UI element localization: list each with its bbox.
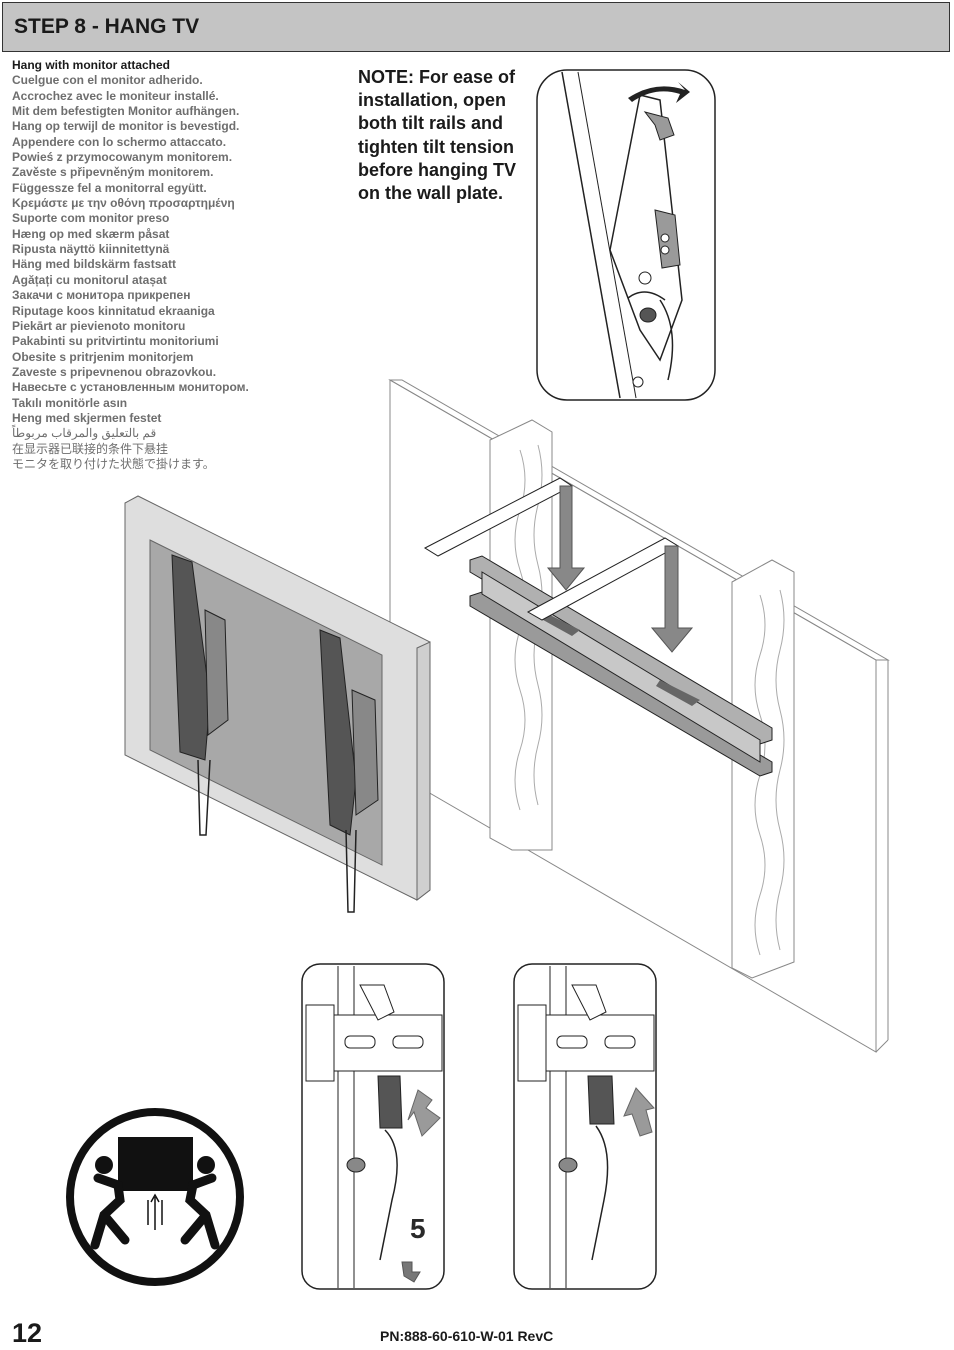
instruction-en: Hang with monitor attached [12, 58, 171, 72]
tilt-detail-illustration [536, 69, 716, 401]
up-arrow-icon [623, 1087, 655, 1137]
two-person-lift-icon [66, 1108, 244, 1286]
step-header: STEP 8 - HANG TV [2, 2, 950, 52]
instruction-ru: Навесьте с установленным монитором. [12, 380, 249, 395]
instruction-hu: Függessze fel a monitorral együtt. [12, 180, 207, 195]
instruction-it: Appendere con lo schermo attaccato. [12, 134, 227, 149]
instruction-ja: モニタを取り付けた状態で掛けます。 [12, 456, 215, 471]
instruction-no: Heng med skjermen festet [12, 410, 162, 425]
instruction-lt: Pakabinti su pritvirtintu monitoriumi [12, 334, 219, 349]
instruction-cs: Zavěste s připevněným monitorem. [12, 165, 214, 180]
instruction-ro: Agățați cu monitorul atașat [12, 272, 167, 287]
instruction-pl: Powieś z przymocowanym monitorem. [12, 150, 233, 165]
hang-down-detail-illustration [301, 963, 445, 1290]
down-arrow-icon [407, 1089, 441, 1137]
instruction-translations: Hang with monitor attached Cuelgue con e… [12, 58, 332, 472]
instruction-lv: Piekārt ar pievienoto monitoru [12, 318, 186, 333]
instruction-el: Κρεμάστε με την οθόνη προσαρτημένη [12, 196, 235, 211]
page-number: 12 [12, 1318, 43, 1348]
part-number: PN:888-60-610-W-01 RevC [380, 1328, 554, 1344]
instruction-nl: Hang op terwijl de monitor is bevestigd. [12, 119, 240, 134]
instruction-de: Mit dem befestigten Monitor aufhängen. [12, 104, 240, 119]
instruction-ar: قم بالتعليق والمرقاب مربوطاً [12, 426, 157, 441]
instruction-sk: Zaveste s pripevnenou obrazovkou. [12, 364, 217, 379]
instruction-fr: Accrochez avec le moniteur installé. [12, 88, 219, 103]
instruction-et: Riputage koos kinnitatud ekraaniga [12, 303, 215, 318]
step-title: STEP 8 - HANG TV [14, 15, 200, 38]
lift-up-detail-illustration [513, 963, 657, 1290]
tilt-arrow-icon [628, 82, 690, 103]
instruction-es: Cuelgue con el monitor adherido. [12, 73, 203, 88]
wall-illustration [388, 379, 890, 1053]
wall-plate-illustration [423, 477, 773, 777]
instruction-da: Hæng op med skærm påsat [12, 226, 170, 241]
instruction-sv: Häng med bildskärm fastsatt [12, 257, 177, 272]
installation-note: NOTE: For ease of installation, open bot… [358, 67, 517, 204]
instruction-sl: Obesite s pritrjenim monitorjem [12, 349, 194, 364]
detail-step-number: 5 [410, 1213, 426, 1244]
instruction-fi: Ripusta näyttö kiinnitettynä [12, 242, 170, 257]
instruction-zh: 在显示器已联接的条件下悬挂 [12, 441, 169, 456]
instruction-bg: Закачи с монитора прикрепен [12, 288, 191, 303]
tv-illustration [124, 495, 431, 913]
instruction-tr: Takılı monitörle asın [12, 395, 128, 410]
instruction-pt: Suporte com monitor preso [12, 211, 170, 226]
